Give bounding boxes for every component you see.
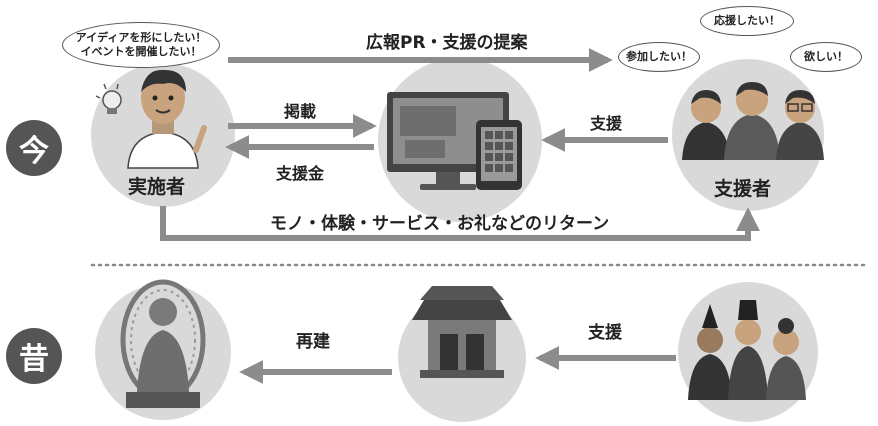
support-speech-bubble: 応援したい！ (700, 6, 794, 36)
tablet-icon (476, 120, 522, 190)
support-label-now: 支援 (590, 114, 623, 133)
implementer-bubble-line-2: イベントを開催したい！ (80, 45, 202, 58)
returns-label: モノ・体験・サービス・お礼などのリターン (270, 214, 610, 234)
patrons-group-icon (688, 300, 806, 400)
implementer-label: 実施者 (128, 176, 186, 198)
supporters-group-icon (682, 82, 824, 160)
implementer-person-icon (127, 69, 207, 169)
pr-proposal-label: 広報PR・支援の提案 (366, 33, 528, 53)
temple-gate-icon (412, 286, 512, 378)
join-speech-bubble: 参加したい！ (618, 42, 700, 72)
supporters-label: 支援者 (714, 178, 772, 200)
rebuild-label: 再建 (296, 332, 330, 352)
posting-label: 掲載 (284, 102, 317, 121)
era-badge-now: 今 (6, 120, 62, 176)
support-label-past: 支援 (588, 323, 622, 343)
buddha-statue-icon (120, 279, 206, 408)
returns-arrow (160, 206, 760, 241)
era-badge-past: 昔 (6, 328, 62, 384)
implementer-speech-bubble: アイディアを形にしたい！ イベントを開催したい！ (62, 22, 220, 68)
implementer-bubble-line-1: アイディアを形にしたい！ (75, 31, 207, 45)
want-speech-bubble: 欲しい！ (790, 42, 862, 72)
lightbulb-icon (95, 83, 122, 114)
support-money-label: 支援金 (276, 164, 325, 183)
